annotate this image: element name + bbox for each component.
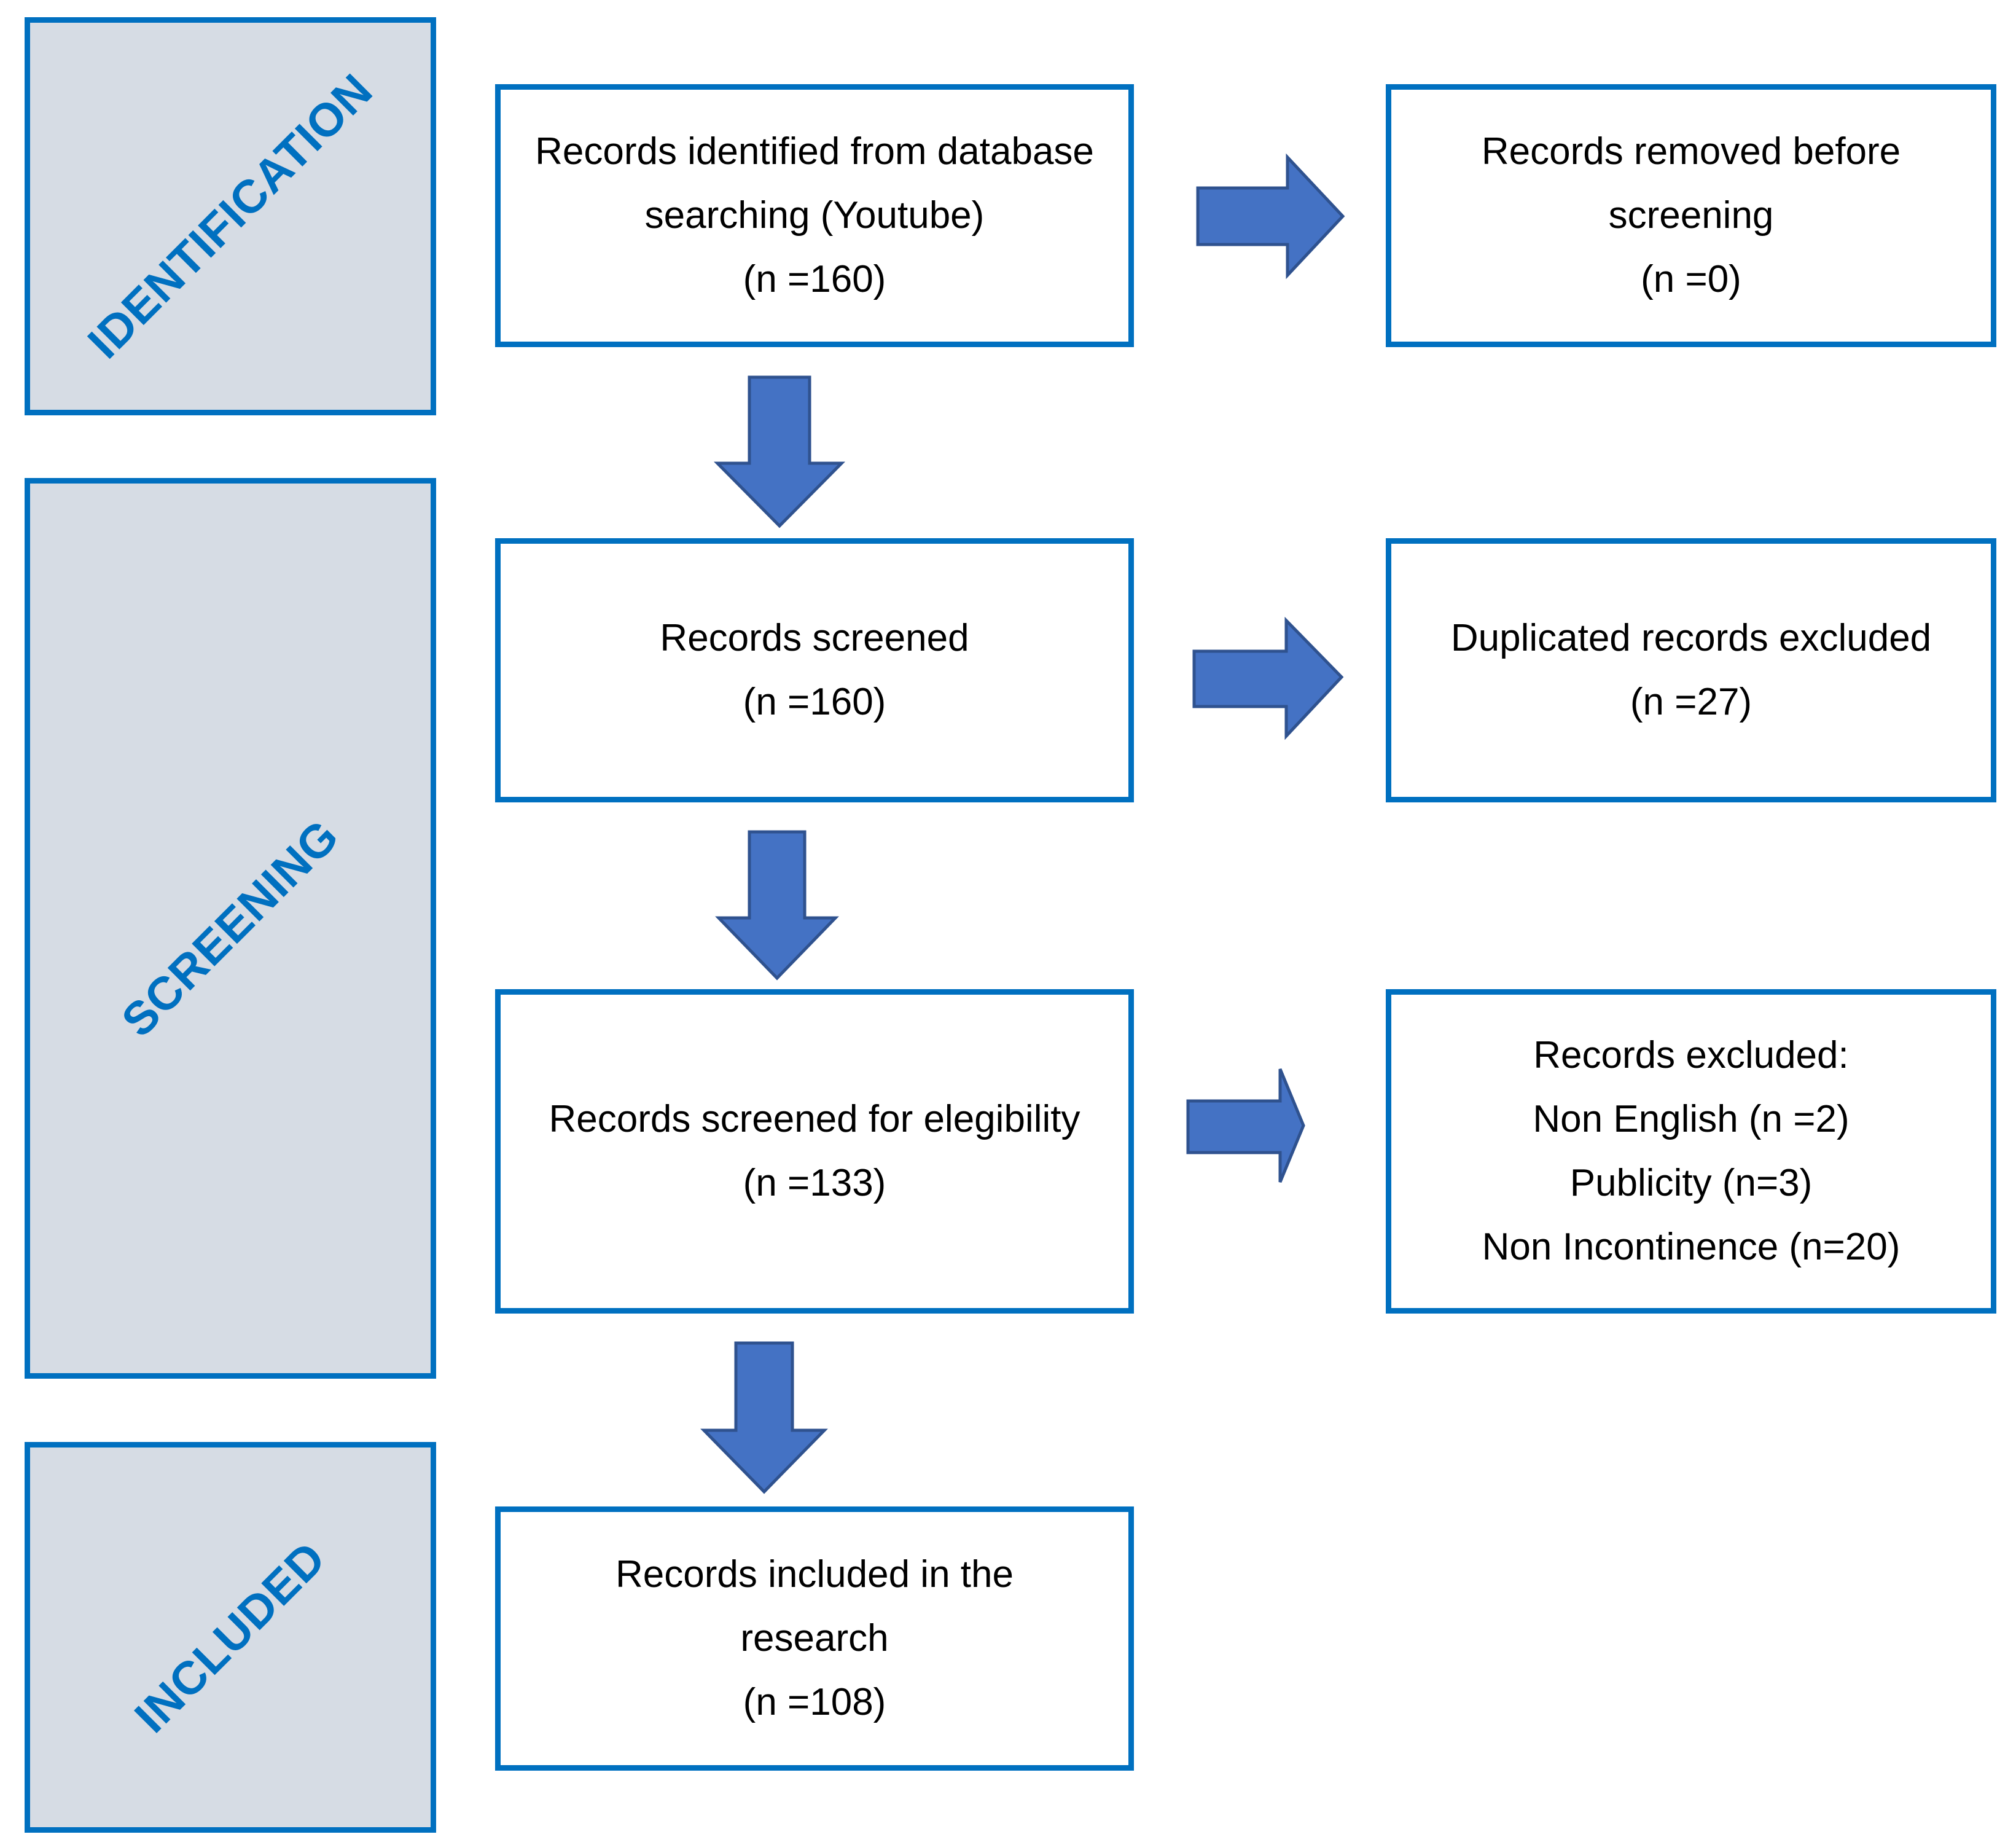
records-excluded-non-incontinence: Non Incontinence (n=20)	[1482, 1226, 1901, 1268]
records-included-box: Records included in the research (n =108…	[495, 1506, 1134, 1771]
phase-screening-label: SCREENING	[112, 810, 349, 1047]
records-excluded-publicity: Publicity (n=3)	[1569, 1162, 1813, 1204]
records-removed-box: Records removed before screening (n =0)	[1386, 84, 1996, 347]
records-identified-box: Records identified from database searchi…	[495, 84, 1134, 347]
records-excluded-non-english: Non English (n =2)	[1533, 1098, 1850, 1140]
records-eligibility-line-1: Records screened for elegibility	[549, 1098, 1080, 1140]
records-included-line-1: Records included in the	[615, 1553, 1014, 1596]
records-excluded-box: Records excluded: Non English (n =2) Pub…	[1386, 989, 1996, 1314]
records-excluded-heading: Records excluded:	[1533, 1034, 1849, 1076]
records-identified-count: (n =160)	[743, 258, 886, 300]
records-screened-count: (n =160)	[743, 681, 886, 723]
duplicated-records-line-1: Duplicated records excluded	[1450, 617, 1932, 659]
records-included-count: (n =108)	[743, 1681, 886, 1723]
records-included-line-2: research	[740, 1617, 889, 1659]
records-identified-line-2: searching (Youtube)	[644, 194, 985, 237]
records-eligibility-box: Records screened for elegibility (n =133…	[495, 989, 1134, 1314]
records-removed-line-1: Records removed before	[1481, 130, 1901, 173]
records-removed-line-2: screening	[1608, 194, 1774, 237]
records-eligibility-count: (n =133)	[743, 1162, 886, 1204]
arrow-down-icon	[714, 375, 845, 528]
arrow-down-icon	[715, 830, 839, 981]
phase-included-label: INCLUDED	[125, 1532, 336, 1743]
arrow-right-icon	[1196, 153, 1345, 280]
phase-identification-panel: IDENTIFICATION	[25, 17, 436, 415]
phase-identification-label: IDENTIFICATION	[78, 64, 383, 369]
arrow-down-icon	[700, 1341, 828, 1494]
records-screened-box: Records screened (n =160)	[495, 538, 1134, 802]
phase-included-panel: INCLUDED	[25, 1442, 436, 1833]
arrow-right-icon	[1186, 1068, 1305, 1183]
duplicated-records-count: (n =27)	[1630, 681, 1752, 723]
records-screened-line-1: Records screened	[660, 617, 969, 659]
duplicated-records-box: Duplicated records excluded (n =27)	[1386, 538, 1996, 802]
records-identified-line-1: Records identified from database	[535, 130, 1094, 173]
arrow-right-icon	[1192, 616, 1344, 740]
phase-screening-panel: SCREENING	[25, 478, 436, 1379]
records-removed-count: (n =0)	[1641, 258, 1741, 300]
